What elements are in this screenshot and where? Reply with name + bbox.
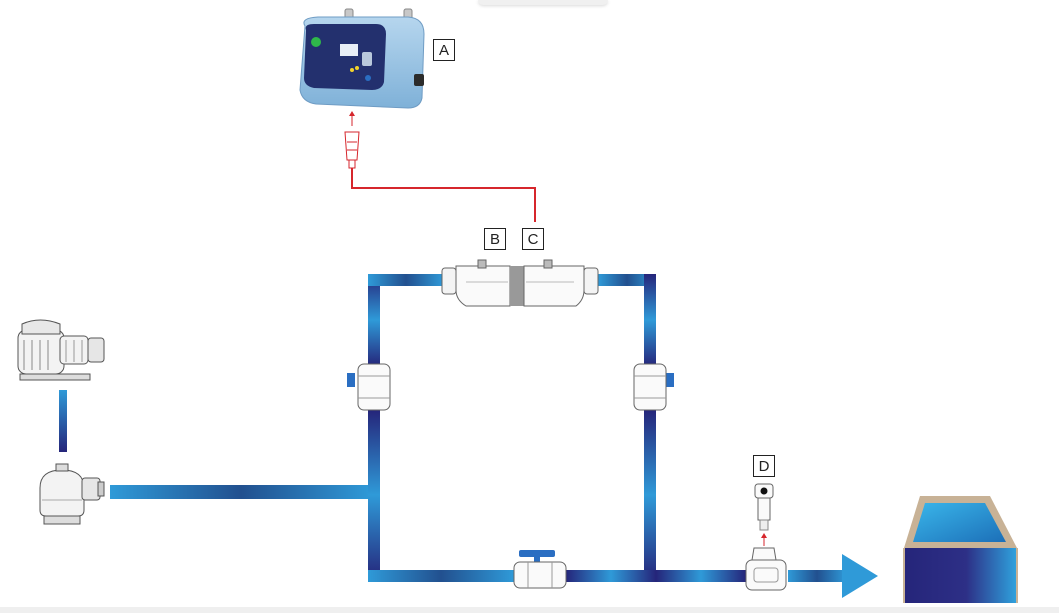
flow-arrow-icon	[842, 554, 878, 598]
pipe-bypass-left	[368, 570, 514, 582]
pipe-left-vertical-upper	[368, 274, 380, 366]
label-b: B	[484, 228, 506, 250]
bottom-strip-decoration	[0, 607, 1059, 613]
pipe-to-pool	[788, 570, 846, 582]
pool-icon	[903, 496, 1018, 603]
probe-cable	[351, 168, 536, 222]
pipe-top-right	[598, 274, 656, 286]
pipe-to-injection	[656, 570, 746, 582]
pipe-right-vertical-lower	[644, 410, 656, 580]
pipe-left-vertical-lower	[368, 410, 380, 580]
ball-valve-icon	[347, 363, 391, 411]
ball-valve-icon	[513, 550, 567, 589]
pipe-pump-to-filter	[59, 390, 67, 452]
pipe-bypass-right	[566, 570, 656, 582]
label-a: A	[433, 39, 455, 61]
pipe-filter-outlet	[110, 485, 372, 499]
label-d: D	[753, 455, 775, 477]
salt-cell-icon	[441, 259, 599, 307]
pump-icon	[17, 319, 105, 381]
control-box-icon	[299, 8, 425, 109]
ball-valve-icon	[633, 363, 674, 411]
top-tab-decoration	[478, 0, 608, 5]
label-c: C	[522, 228, 544, 250]
injection-valve-icon	[745, 547, 787, 591]
pipe-top-left	[368, 274, 444, 286]
ph-probe-icon	[344, 111, 360, 169]
ph-probe-icon	[754, 483, 774, 546]
pipe-right-vertical-upper	[644, 274, 656, 366]
sand-filter-icon	[39, 463, 105, 525]
